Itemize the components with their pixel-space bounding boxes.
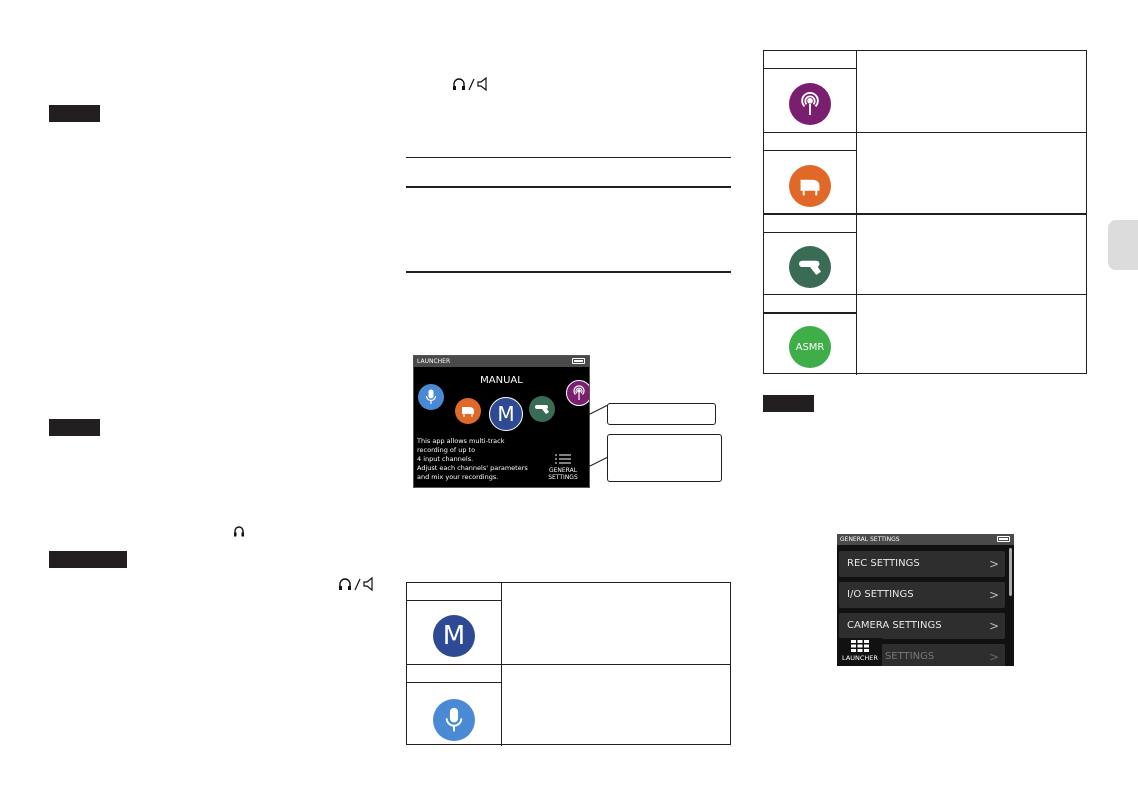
launcher-button[interactable]: LAUNCHER [838,638,882,666]
rec-settings-item[interactable]: REC SETTINGS > [839,551,1005,577]
chevron-right-icon: > [988,588,999,602]
asmr-app-icon: ASMR [789,326,831,368]
field-app-icon [789,246,831,288]
grid-icon [851,640,869,652]
manual-icon-letter: M [497,402,515,426]
app-row-voice [407,664,730,746]
app-name-cell [764,51,857,69]
list-icon [555,454,571,464]
manual-app-button[interactable]: M [489,397,523,431]
app-row-field [764,213,1086,294]
shotgun-mic-icon [799,260,821,275]
shotgun-mic-icon [535,405,549,414]
voice-app-icon [433,699,475,741]
app-icon-cell [764,151,857,213]
app-name-cell [764,295,857,313]
app-name-cell [407,583,502,601]
description-line: This app allows multi-track [417,437,505,445]
music-app-icon [789,165,831,207]
app-row-asmr: ASMR [764,294,1086,375]
chevron-right-icon: > [988,619,999,633]
app-name-cell [407,665,502,683]
table-rule [406,271,731,273]
manual-app-icon: M [433,615,475,657]
callout-box-app-select [607,403,716,425]
description-line: and mix your recordings. [417,473,499,481]
io-settings-item[interactable]: I/O SETTINGS > [839,582,1005,608]
scrollbar[interactable] [1009,548,1012,596]
piano-icon [462,407,474,417]
app-name-cell [764,215,857,233]
headphone-icon [232,524,246,538]
menu-item-label: I/O SETTINGS [847,589,914,600]
note-label-bar [49,105,100,122]
caution-label-bar [49,551,127,568]
camera-settings-item[interactable]: CAMERA SETTINGS > [839,613,1005,639]
battery-icon [572,358,585,364]
app-table-right: ASMR [763,50,1087,375]
general-settings-button[interactable]: GENERAL SETTINGS [540,453,586,487]
field-app-button[interactable] [529,396,555,422]
page-index-tab [1108,220,1138,270]
general-settings-screen: GENERAL SETTINGS REC SETTINGS > I/O SETT… [837,534,1014,666]
description-line: 4 input channels. [417,455,474,463]
general-settings-label: SETTINGS [548,474,578,481]
note-label-bar [763,395,814,412]
podcast-icon [573,385,585,400]
app-description: This app allows multi-track recording of… [417,437,537,482]
screen-header: LAUNCHER [414,356,589,367]
microphone-icon [425,389,437,404]
screen-title: GENERAL SETTINGS [840,536,900,543]
microphone-icon [445,707,463,732]
menu-item-label: CAMERA SETTINGS [847,620,942,631]
headphone-speaker-icon [452,76,492,92]
table-rule [406,186,731,188]
podcast-app-button[interactable] [566,380,589,406]
app-icon-cell [407,683,502,746]
launcher-screen: LAUNCHER MANUAL M This app allows multi-… [413,355,590,488]
callout-leaders [587,404,609,468]
table-rule [406,157,731,158]
description-line: recording of up to [417,446,476,454]
app-name-cell [764,133,857,151]
app-icon-cell: M [407,601,502,664]
launcher-button-label: LAUNCHER [842,654,878,662]
asmr-icon-label: ASMR [795,341,825,353]
app-icon-cell [764,233,857,294]
battery-icon [997,536,1010,542]
note-label-bar [49,419,100,436]
app-row-music [764,132,1086,213]
menu-item-label: REC SETTINGS [847,558,920,569]
menu-item-label: OTHER SETTINGS [847,651,935,662]
chevron-right-icon: > [988,557,999,571]
app-row-podcast [764,51,1086,132]
manual-icon-letter: M [442,621,466,651]
voice-app-button[interactable] [418,384,444,410]
headphone-speaker-icon [338,576,378,592]
podcast-app-icon [789,83,831,125]
callout-box-general-settings [607,434,722,482]
description-line: Adjust each channels' parameters [417,464,528,472]
app-icon-cell: ASMR [764,313,857,375]
podcast-icon [801,91,819,115]
selected-app-title: MANUAL [480,375,523,386]
general-settings-label: GENERAL [548,467,578,474]
music-app-button[interactable] [455,398,481,424]
app-row-manual: M [407,583,730,664]
screen-title: LAUNCHER [417,358,451,365]
app-table-middle: M [406,582,731,746]
app-icon-cell [764,69,857,132]
piano-icon [800,179,820,196]
screen-header: GENERAL SETTINGS [837,534,1014,545]
chevron-right-icon: > [988,650,999,664]
